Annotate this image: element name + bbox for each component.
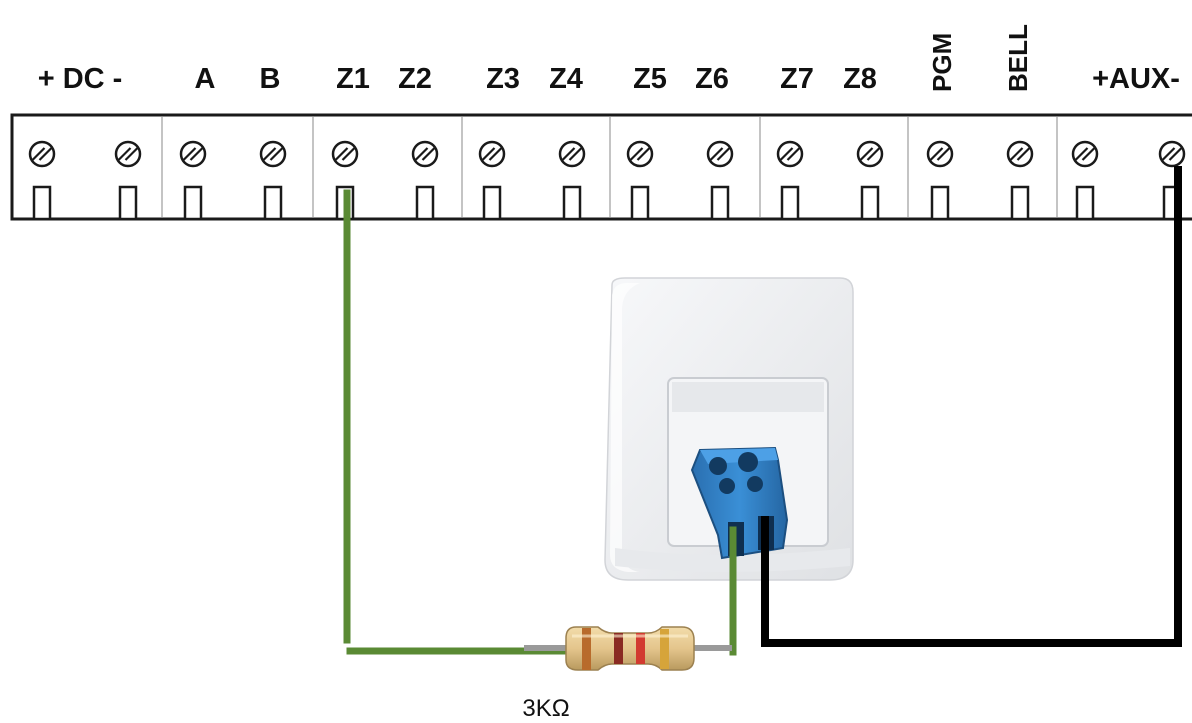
- terminal-screw-icon: [926, 140, 954, 168]
- terminal-screw-icon: [114, 140, 142, 168]
- terminal-screw-icon: [331, 140, 359, 168]
- label-aux: +AUX-: [1092, 63, 1180, 95]
- terminal-screw-icon: [259, 140, 287, 168]
- terminal-socket: [183, 185, 203, 221]
- terminal-socket: [118, 185, 138, 221]
- terminal-socket: [415, 185, 435, 221]
- terminal-screw-icon: [1006, 140, 1034, 168]
- terminal-screw-icon: [1071, 140, 1099, 168]
- label-z2: Z2: [398, 63, 432, 95]
- terminal-labels: + DC - A B Z1 Z2 Z3 Z4 Z5 Z6 Z7 Z8 PGM B…: [38, 24, 1180, 95]
- label-z6: Z6: [695, 63, 729, 95]
- terminal-screw-icon: [856, 140, 884, 168]
- common-wire: [761, 166, 1182, 647]
- terminal-screw-icon: [478, 140, 506, 168]
- label-a: A: [195, 63, 216, 95]
- resistor-value-label: 3KΩ: [522, 695, 569, 722]
- resistor-icon: [524, 626, 732, 671]
- terminal-socket: [930, 185, 950, 221]
- terminal-strip: [10, 113, 1192, 221]
- connector-screw-hole: [738, 452, 758, 472]
- terminal-socket: [860, 185, 880, 221]
- terminal-socket: [630, 185, 650, 221]
- terminal-group-dividers: [161, 117, 1058, 217]
- label-z5: Z5: [633, 63, 667, 95]
- terminal-screw-icon: [706, 140, 734, 168]
- terminal-socket: [1075, 185, 1095, 221]
- label-z7: Z7: [780, 63, 814, 95]
- label-bell: BELL: [1003, 24, 1033, 92]
- label-dc: + DC -: [38, 63, 123, 95]
- terminal-socket: [1010, 185, 1030, 221]
- terminal-screw-icon: [179, 140, 207, 168]
- terminal-socket: [780, 185, 800, 221]
- resistor-band: [636, 633, 645, 664]
- label-b: B: [260, 63, 281, 95]
- terminal-screw-icon: [776, 140, 804, 168]
- terminal-screw-icon: [28, 140, 56, 168]
- terminal-screw-icon: [558, 140, 586, 168]
- terminal-socket: [562, 185, 582, 221]
- connector-screw-hole: [709, 457, 727, 475]
- terminal-socket: [32, 185, 52, 221]
- terminal-strip-outline: [10, 113, 1192, 221]
- resistor-band: [582, 628, 591, 670]
- label-z8: Z8: [843, 63, 877, 95]
- label-z1: Z1: [336, 63, 370, 95]
- terminal-socket: [482, 185, 502, 221]
- connector-screw-hole: [719, 478, 735, 494]
- terminal-socket: [710, 185, 730, 221]
- terminal-screw-icon: [1158, 140, 1186, 168]
- label-z3: Z3: [486, 63, 520, 95]
- terminal-screw-icon: [626, 140, 654, 168]
- label-pgm: PGM: [927, 33, 957, 92]
- terminal-socket: [263, 185, 283, 221]
- label-z4: Z4: [549, 63, 583, 95]
- terminal-screws: [28, 140, 1186, 221]
- connector-screw-hole: [747, 476, 763, 492]
- resistor-band: [660, 629, 669, 669]
- terminal-screw-icon: [411, 140, 439, 168]
- resistor-band: [614, 633, 623, 664]
